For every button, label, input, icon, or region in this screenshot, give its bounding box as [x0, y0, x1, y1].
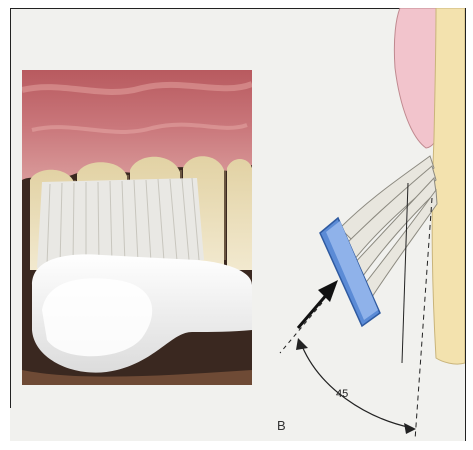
vertical-reference-line	[415, 198, 432, 440]
bristle-tuft	[37, 178, 204, 268]
tooth	[432, 8, 465, 364]
angle-arc	[302, 346, 412, 428]
frame-edge	[10, 8, 11, 408]
panel-label: B	[277, 418, 286, 433]
toothbrush-photo	[22, 70, 252, 385]
direction-arrow	[298, 280, 338, 328]
brushing-angle-diagram	[260, 8, 465, 440]
angle-label: 45	[336, 388, 348, 400]
